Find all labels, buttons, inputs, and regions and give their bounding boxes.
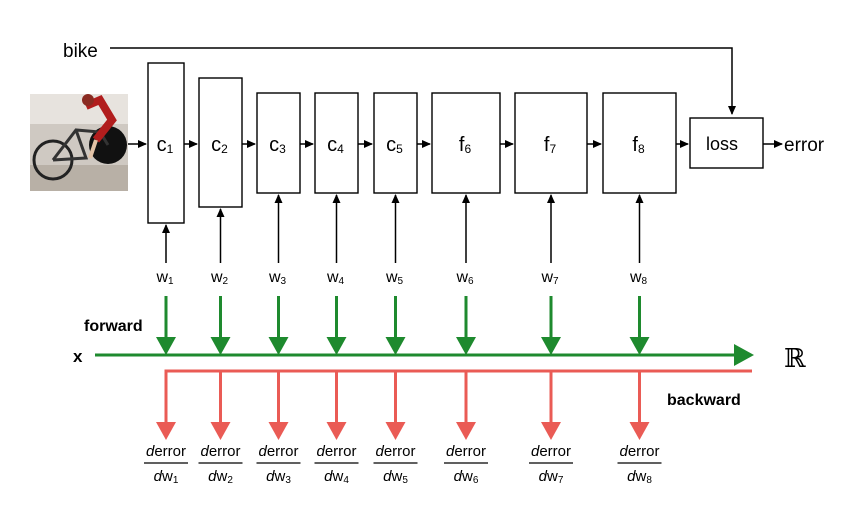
block-label: c1 (157, 134, 174, 156)
weight-label-w1: w1 (155, 269, 174, 287)
block-box (147, 62, 185, 224)
backward-label: backward (667, 392, 741, 409)
forward-arrowhead (385, 337, 406, 355)
gradient-dw8: derror dw8 (617, 443, 662, 486)
gradient-denominator: dw3 (266, 468, 291, 486)
backward-pass (156, 369, 752, 440)
block-c3: c3 (256, 92, 301, 194)
weight-label-w6: w6 (455, 269, 474, 287)
gradient-dw2: derror dw2 (198, 443, 243, 486)
gradient-denominator: dw2 (208, 468, 233, 486)
gradient-denominator: dw1 (154, 468, 179, 486)
connector-lines (110, 47, 783, 263)
gradient-numerator: derror (316, 443, 356, 460)
gradient-denominator: dw4 (324, 468, 349, 486)
backward-arrowhead (629, 422, 650, 440)
network-blocks: c1 c2 c3 c4 c5 f6 f7 f8 (147, 62, 764, 224)
block-box (431, 92, 501, 194)
gradient-dw7: derror dw7 (529, 443, 573, 486)
backward-arrowhead (456, 422, 476, 440)
loss-label: loss (706, 134, 738, 154)
block-box (514, 92, 588, 194)
weight-label-w4: w4 (326, 269, 345, 287)
block-f8: f8 (602, 92, 677, 194)
block-label: c3 (269, 134, 286, 156)
forward-arrowhead (156, 337, 176, 355)
forward-arrowhead (210, 337, 231, 355)
backward-arrowhead (385, 422, 406, 440)
gradient-denominator: dw7 (539, 468, 564, 486)
block-c1: c1 (147, 62, 185, 224)
backward-arrowhead (326, 422, 347, 440)
input-label: bike (63, 41, 98, 62)
weight-labels: w1 w2 w3 w4 w5 w6 w7 w8 (155, 269, 647, 287)
backward-arrowhead (268, 422, 289, 440)
forward-arrowhead (541, 337, 561, 355)
forward-arrowhead (268, 337, 289, 355)
gradient-numerator: derror (446, 443, 486, 460)
block-label: c4 (327, 134, 344, 156)
block-c5: c5 (373, 92, 418, 194)
gradient-dw4: derror dw4 (314, 443, 359, 486)
weight-label-w3: w3 (268, 269, 287, 287)
gradient-numerator: derror (375, 443, 415, 460)
gradient-numerator: derror (619, 443, 659, 460)
forward-pass (95, 296, 754, 366)
gradient-numerator: derror (200, 443, 240, 460)
label-arrow (110, 47, 736, 115)
backward-arrowhead (156, 422, 176, 440)
bicycle-photo (30, 94, 128, 191)
backward-arrowhead (541, 422, 561, 440)
gradient-numerator: derror (146, 443, 186, 460)
block-label: f6 (459, 134, 472, 156)
block-f6: f6 (431, 92, 501, 194)
weight-label-w5: w5 (385, 269, 404, 287)
weight-label-w7: w7 (540, 269, 559, 287)
forward-arrowhead (326, 337, 347, 355)
backward-line (164, 369, 752, 425)
gradient-denominator: dw8 (627, 468, 652, 486)
gradient-dw6: derror dw6 (444, 443, 488, 486)
gradient-dw1: derror dw1 (144, 443, 188, 486)
block-box (373, 92, 418, 194)
block-f7: f7 (514, 92, 588, 194)
block-label: c2 (211, 134, 228, 156)
forward-arrowhead (456, 337, 476, 355)
loss-box (689, 117, 764, 169)
block-c2: c2 (198, 77, 243, 208)
block-box (198, 77, 243, 208)
block-label: f8 (632, 134, 645, 156)
block-label: f7 (544, 134, 557, 156)
forward-axis-arrowhead (734, 344, 754, 366)
real-space-label: ℝ (784, 344, 806, 374)
block-box (314, 92, 359, 194)
forward-arrowhead (629, 337, 650, 355)
gradient-dw3: derror dw3 (256, 443, 301, 486)
weight-label-w8: w8 (629, 269, 648, 287)
gradient-numerator: derror (258, 443, 298, 460)
gradient-numerator: derror (531, 443, 571, 460)
output-label: error (784, 135, 825, 156)
block-box (602, 92, 677, 194)
block-label: c5 (386, 134, 403, 156)
x-axis-label: x (73, 347, 83, 366)
gradient-labels: derrordw1derrordw2derrordw3derrordw4derr… (144, 443, 662, 486)
backward-arrowhead (210, 422, 231, 440)
gradient-denominator: dw5 (383, 468, 408, 486)
block-c4: c4 (314, 92, 359, 194)
weight-label-w2: w2 (210, 269, 229, 287)
block-box (256, 92, 301, 194)
gradient-dw5: derror dw5 (373, 443, 418, 486)
gradient-denominator: dw6 (454, 468, 479, 486)
forward-label: forward (84, 318, 143, 335)
